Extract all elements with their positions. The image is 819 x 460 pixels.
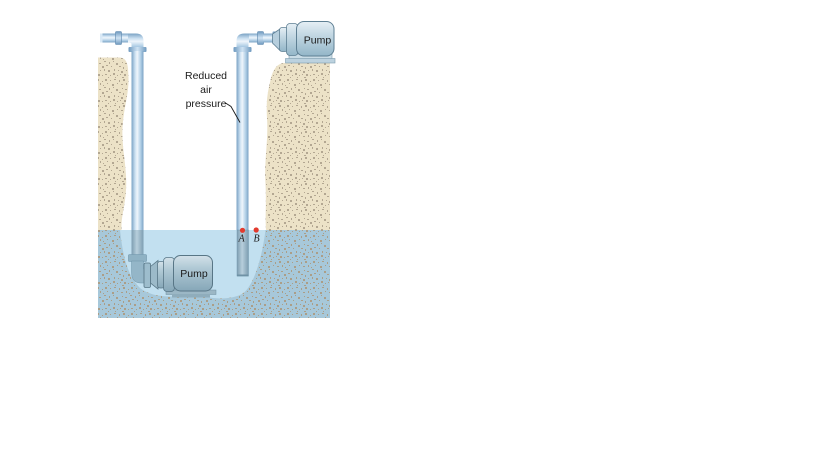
point-b-marker xyxy=(253,227,259,233)
submerged-pump-label: Pump xyxy=(180,268,208,280)
left-pipe-assembly xyxy=(100,31,147,230)
submerged-pump-foot xyxy=(172,294,210,298)
left-pipe-collar xyxy=(128,47,147,52)
point-a-marker xyxy=(239,227,246,233)
left-pipe-elbow xyxy=(128,33,144,50)
right-vertical-pipe xyxy=(236,50,249,230)
annotation-leader-line xyxy=(225,102,241,123)
right-pipe-open-tip xyxy=(237,274,249,277)
submerged-pump-inlet-cone xyxy=(150,259,159,290)
right-horizontal-pipe-b xyxy=(263,33,274,43)
left-pipe-open-end xyxy=(100,33,103,43)
submerged-pump-inlet-flange xyxy=(143,262,151,288)
surface-pump-label: Pump xyxy=(304,35,332,47)
right-pipe-flange xyxy=(257,31,264,45)
point-markers: A B xyxy=(237,227,260,245)
submerged-pump-assembly: Pump xyxy=(128,230,217,298)
ground-right-column xyxy=(265,63,330,230)
right-pipe-collar xyxy=(233,47,252,52)
submerged-pipe-flange xyxy=(128,254,147,262)
point-a-label: A xyxy=(237,234,245,245)
left-pipe-flange xyxy=(115,31,122,45)
right-horizontal-pipe-a xyxy=(249,33,259,43)
annotation-line-1: Reduced xyxy=(185,70,227,82)
annotation-line-3: pressure xyxy=(186,98,227,110)
point-b-label: B xyxy=(253,234,259,245)
submerged-pump-body xyxy=(173,255,213,292)
ground-left-column xyxy=(98,57,129,230)
surface-pump-assembly: Pump xyxy=(272,21,336,64)
reduced-air-pressure-annotation: Reduced air pressure xyxy=(185,70,241,123)
surface-pump-foot xyxy=(285,58,336,64)
annotation-line-2: air xyxy=(200,84,212,96)
right-pipe-assembly xyxy=(233,31,277,277)
submerged-pump-endbell xyxy=(163,257,175,292)
right-pipe-elbow xyxy=(236,33,250,50)
surface-pump-body xyxy=(296,21,335,57)
left-vertical-pipe xyxy=(131,51,144,230)
left-horizontal-pipe xyxy=(100,33,129,43)
